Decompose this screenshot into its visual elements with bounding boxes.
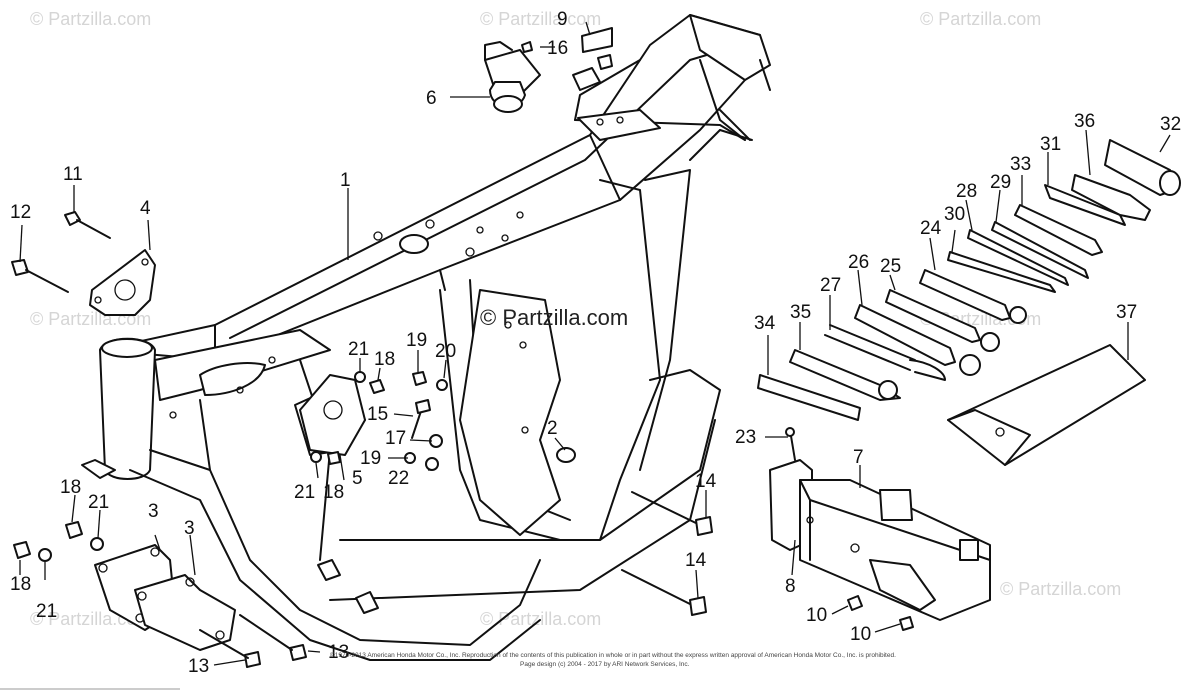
callout-3: 3 [184, 518, 195, 539]
watermark-text: © Partzilla.com [920, 9, 1041, 29]
faint-watermarks: © Partzilla.com © Partzilla.com © Partzi… [30, 9, 1121, 629]
callout-10: 10 [806, 605, 827, 626]
watermark-text: © Partzilla.com [1000, 579, 1121, 599]
callout-27: 27 [820, 275, 841, 296]
copyright-line: ©1970-2013 American Honda Motor Co., Inc… [330, 651, 896, 659]
tools-illustration [757, 139, 1181, 421]
callout-4: 4 [140, 198, 151, 219]
nuts-lower-left-illustration [13, 521, 104, 562]
callout-16: 16 [547, 38, 568, 59]
partzilla-watermark: © Partzilla.com [480, 305, 628, 330]
callout-6: 6 [426, 88, 437, 109]
callout-19: 19 [406, 330, 427, 351]
callout-18: 18 [60, 477, 81, 498]
leader-lines [19, 21, 1171, 666]
callout-18: 18 [323, 482, 344, 503]
callout-labels: 1 2 3 3 4 5 6 7 8 9 10 10 11 12 13 13 14… [10, 9, 1181, 677]
callout-26: 26 [848, 252, 869, 273]
callout-23: 23 [735, 427, 756, 448]
callout-34: 34 [754, 313, 776, 334]
callout-17: 17 [385, 428, 406, 449]
hanger-plate-4-illustration [89, 249, 156, 316]
callout-12: 12 [10, 202, 31, 223]
callout-36: 36 [1074, 111, 1095, 132]
callout-22: 22 [388, 468, 409, 489]
bolt-12-illustration [11, 259, 69, 293]
bolt-13-illustration [199, 614, 307, 668]
callout-33: 33 [1010, 154, 1031, 175]
callout-7: 7 [853, 447, 864, 468]
watermark-text: © Partzilla.com [480, 609, 601, 629]
watermark-text: © Partzilla.com [480, 9, 601, 29]
callout-21: 21 [294, 482, 315, 503]
callout-13: 13 [188, 656, 209, 677]
callout-30: 30 [944, 204, 965, 225]
callout-28: 28 [956, 181, 977, 202]
callout-10: 10 [850, 624, 871, 645]
callout-32: 32 [1160, 114, 1181, 135]
callout-21: 21 [348, 339, 369, 360]
callout-19: 19 [360, 448, 381, 469]
callout-2: 2 [547, 418, 558, 439]
callout-21: 21 [36, 601, 57, 622]
hanger-plate-3-illustration [94, 544, 236, 651]
callout-35: 35 [790, 302, 811, 323]
callout-1: 1 [340, 170, 351, 191]
callout-20: 20 [435, 341, 456, 362]
callout-18: 18 [10, 574, 31, 595]
page-design-line: Page design (c) 2004 - 2017 by ARI Netwo… [520, 661, 690, 668]
callout-37: 37 [1116, 302, 1137, 323]
throttle-bracket-illustration [484, 41, 541, 113]
callout-11: 11 [63, 164, 83, 185]
bolt-14-illustration [621, 491, 713, 616]
callout-21: 21 [88, 492, 109, 513]
watermark-text: © Partzilla.com [30, 9, 151, 29]
callout-9: 9 [557, 9, 568, 30]
bolt-11-illustration [64, 211, 111, 239]
callout-29: 29 [990, 172, 1011, 193]
callout-8: 8 [785, 576, 796, 597]
callout-31: 31 [1040, 134, 1061, 155]
callout-25: 25 [880, 256, 901, 277]
callout-24: 24 [920, 218, 942, 239]
screw-10-illustration [847, 595, 914, 631]
screw-23-illustration [785, 427, 796, 461]
callout-14: 14 [695, 471, 717, 492]
tool-tray-illustration [769, 459, 991, 621]
tool-bag-illustration [947, 344, 1146, 466]
callout-18: 18 [374, 349, 395, 370]
callout-13: 13 [328, 642, 349, 663]
callout-15: 15 [367, 404, 388, 425]
callout-3: 3 [148, 501, 159, 522]
callout-5: 5 [352, 468, 363, 489]
callout-14: 14 [685, 550, 707, 571]
middle-mount-plate-illustration [299, 371, 448, 471]
